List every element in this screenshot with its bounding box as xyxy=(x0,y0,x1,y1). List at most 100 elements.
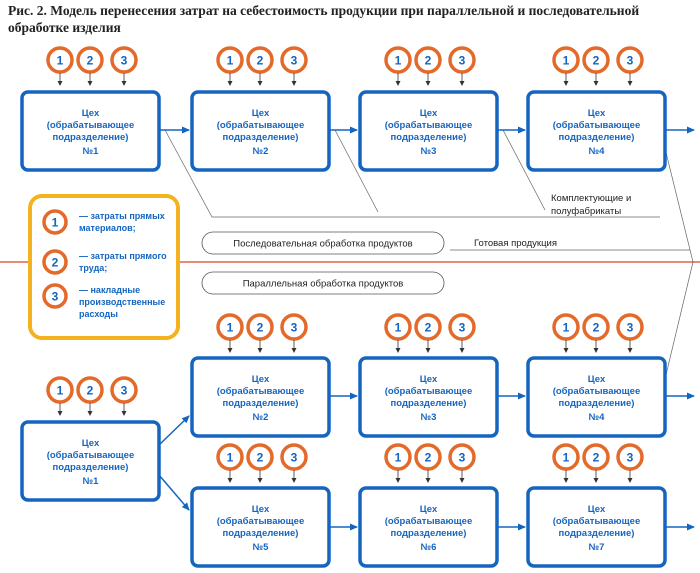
flow-line-1 xyxy=(164,129,660,218)
finished-products-label: Готовая продукция xyxy=(474,238,557,249)
cost-circle-number: 1 xyxy=(563,451,570,465)
workshop-number: №3 xyxy=(421,412,437,423)
cost-circle-number: 3 xyxy=(459,321,466,335)
cost-circle-number: 1 xyxy=(57,54,64,68)
cost-circle-1: 1 xyxy=(46,46,74,74)
cost-circle-1: 1 xyxy=(216,313,244,341)
components-label-1: Комплектующие и xyxy=(551,193,631,204)
parallel-pill xyxy=(201,271,445,295)
cost-circle-1: 1 xyxy=(552,443,580,471)
cost-circle xyxy=(448,443,476,471)
cost-circle xyxy=(414,46,442,74)
cost-circle-2: 2 xyxy=(414,313,442,341)
cost-circle-number: 2 xyxy=(593,321,600,335)
workshop-box xyxy=(526,356,667,438)
cost-circle-number: 2 xyxy=(425,451,432,465)
cost-circle-number: 1 xyxy=(395,451,402,465)
workshop-title: Цех xyxy=(82,438,100,449)
workshop-subtitle-2: подразделение) xyxy=(53,462,129,473)
cost-circle xyxy=(414,443,442,471)
cost-circle-number: 1 xyxy=(227,321,234,335)
workshop-subtitle: (обрабатывающее xyxy=(217,120,305,131)
legend-circle xyxy=(42,209,68,235)
cost-circle-3: 3 xyxy=(280,46,308,74)
cost-circle-1: 1 xyxy=(552,313,580,341)
cost-circle-number: 1 xyxy=(395,321,402,335)
cost-circle-number: 3 xyxy=(291,321,298,335)
cost-circle-number: 2 xyxy=(593,451,600,465)
cost-circle xyxy=(216,46,244,74)
workshop-box xyxy=(190,90,331,172)
cost-circle xyxy=(616,313,644,341)
cost-circle xyxy=(448,313,476,341)
workshop-number: №7 xyxy=(589,542,605,553)
flow-line-2 xyxy=(334,129,379,213)
legend-text: расходы xyxy=(79,309,118,319)
workshop-subtitle: (обрабатывающее xyxy=(217,386,305,397)
workshop-subtitle: (обрабатывающее xyxy=(385,516,473,527)
workshop-number: №6 xyxy=(421,542,437,553)
cost-circle xyxy=(46,46,74,74)
workshop-box xyxy=(20,420,161,502)
workshop-number: №1 xyxy=(83,146,100,157)
flow-arrow-par-1-2 xyxy=(158,415,190,446)
figure-title: Рис. 2. Модель перенесения затрат на себ… xyxy=(8,3,640,35)
workshop-subtitle: (обрабатывающее xyxy=(385,120,473,131)
workshop-box xyxy=(358,90,499,172)
workshop-subtitle-2: подразделение) xyxy=(391,398,467,409)
workshop-title: Цех xyxy=(252,108,270,119)
cost-circle-3: 3 xyxy=(616,46,644,74)
cost-circle-3: 3 xyxy=(280,313,308,341)
legend-text: труда; xyxy=(79,263,107,273)
cost-circle xyxy=(110,376,138,404)
workshop-subtitle-2: подразделение) xyxy=(391,132,467,143)
cost-circle-number: 3 xyxy=(121,384,128,398)
cost-circle-2: 2 xyxy=(246,46,274,74)
cost-circle-2: 2 xyxy=(414,46,442,74)
workshop-number: №4 xyxy=(589,146,606,157)
cost-circle xyxy=(76,376,104,404)
legend-circle-number: 3 xyxy=(52,290,59,304)
workshop-subtitle-2: подразделение) xyxy=(559,398,635,409)
cost-circle-2: 2 xyxy=(582,313,610,341)
cost-circle-number: 2 xyxy=(257,321,264,335)
cost-circle xyxy=(246,443,274,471)
workshop-title: Цех xyxy=(252,374,270,385)
cost-circle-3: 3 xyxy=(110,376,138,404)
sequential-pill-label: Последовательная обработка продуктов xyxy=(233,239,412,250)
cost-circle-1: 1 xyxy=(552,46,580,74)
cost-circle-2: 2 xyxy=(246,443,274,471)
workshop-title: Цех xyxy=(420,374,438,385)
cost-circle-3: 3 xyxy=(616,313,644,341)
cost-circle-1: 1 xyxy=(216,46,244,74)
cost-circle-3: 3 xyxy=(448,313,476,341)
cost-circle xyxy=(110,46,138,74)
legend-circle-number: 2 xyxy=(52,256,59,270)
cost-circle-number: 2 xyxy=(593,54,600,68)
cost-circle-number: 3 xyxy=(627,451,634,465)
cost-circle-2: 2 xyxy=(76,46,104,74)
cost-circle-2: 2 xyxy=(414,443,442,471)
cost-circle-number: 3 xyxy=(291,54,298,68)
cost-circle-number: 2 xyxy=(87,384,94,398)
workshop-subtitle: (обрабатывающее xyxy=(553,386,641,397)
legend-circle-number: 1 xyxy=(52,216,59,230)
legend-text: производственные xyxy=(79,297,165,307)
workshop-box xyxy=(190,356,331,438)
cost-circle-number: 1 xyxy=(563,54,570,68)
cost-circle-number: 1 xyxy=(395,54,402,68)
sequential-pill xyxy=(201,231,445,255)
cost-circle-number: 3 xyxy=(627,321,634,335)
cost-circle xyxy=(448,46,476,74)
flow-arrow-par-1-5 xyxy=(158,474,190,511)
workshop-subtitle-2: подразделение) xyxy=(53,132,129,143)
cost-circle xyxy=(280,313,308,341)
cost-circle-number: 3 xyxy=(121,54,128,68)
flow-line-3 xyxy=(502,129,546,211)
